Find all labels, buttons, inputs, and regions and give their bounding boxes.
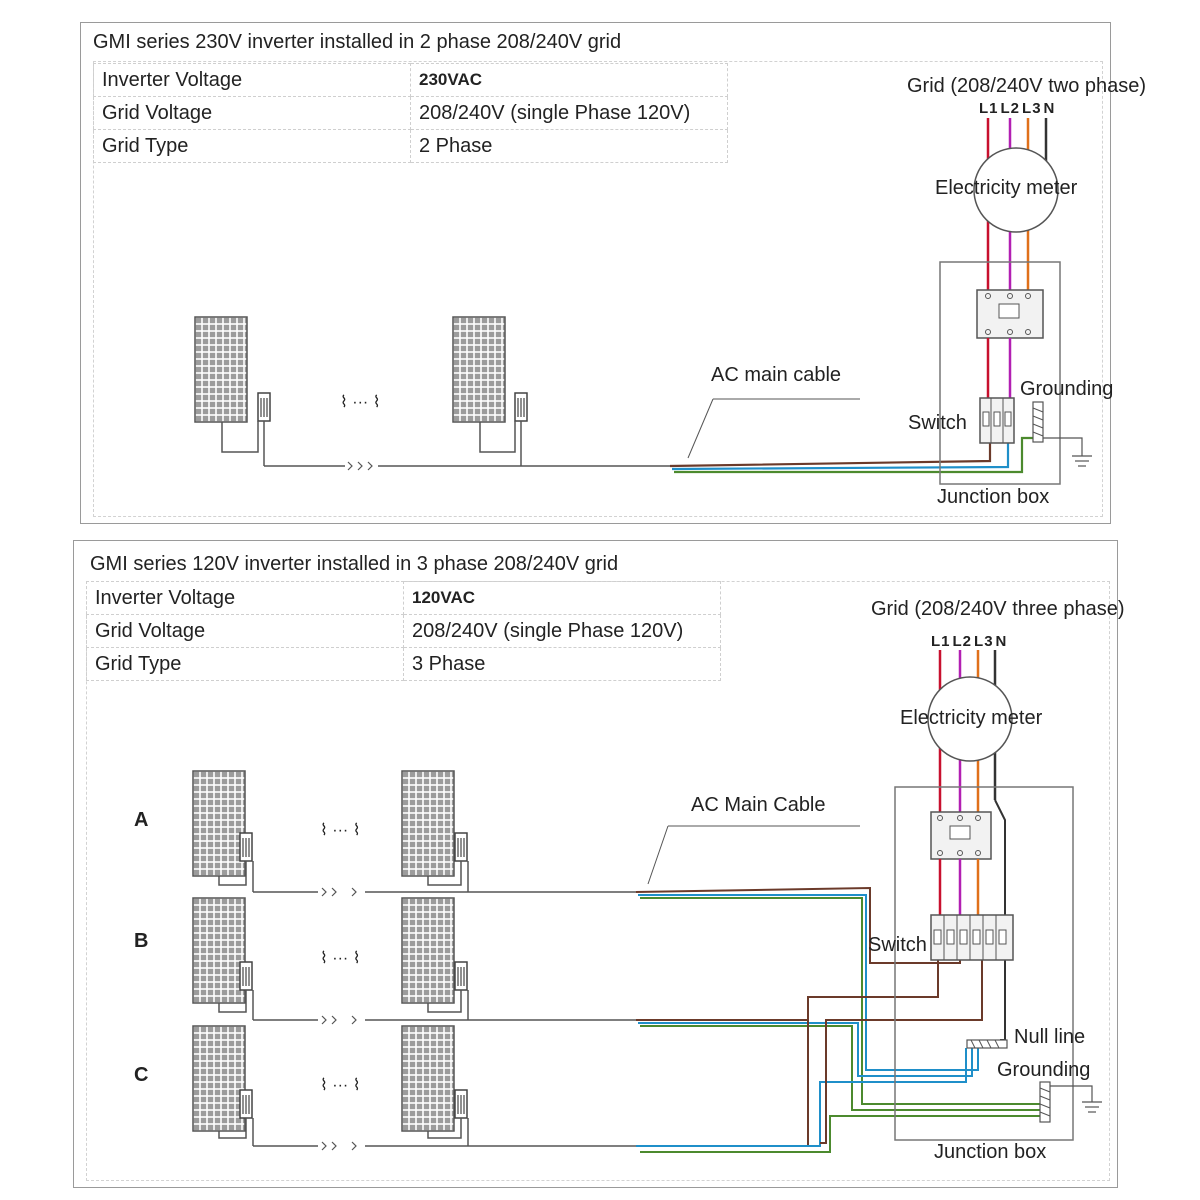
junction-label: Junction box: [934, 1141, 1047, 1163]
solar-module-c2: [401, 1025, 469, 1146]
solar-module-a2: [401, 770, 469, 892]
null-line-bar: [966, 1039, 1008, 1049]
electricity-meter: [927, 676, 1013, 762]
ellipsis-marker: ⌇ ··· ⌇: [320, 822, 361, 839]
grounding-bar: [1032, 401, 1092, 467]
diagram-panel-3-phase: GMI series 120V inverter installed in 3 …: [73, 540, 1118, 1188]
spec-row: Grid Type 3 Phase: [86, 647, 721, 681]
row-label-b: B: [134, 930, 149, 952]
junction-box: [939, 261, 1061, 485]
spec-row: Grid Voltage 208/240V (single Phase 120V…: [93, 96, 728, 130]
spec-row: Grid Voltage 208/240V (single Phase 120V…: [86, 614, 721, 648]
terminal-n-label: N: [1043, 100, 1056, 117]
switch-label: Switch: [868, 934, 927, 956]
grounding-label: Grounding: [1020, 378, 1114, 400]
panel-title: GMI series 230V inverter installed in 2 …: [93, 31, 622, 53]
spec-table: Inverter Voltage 230VAC Grid Voltage 208…: [93, 63, 728, 163]
grounding-label: Grounding: [997, 1059, 1091, 1081]
cable-label: AC Main Cable: [691, 794, 826, 816]
terminal-l3-label: L3: [1022, 100, 1042, 117]
spec-value: 3 Phase: [403, 647, 721, 681]
row-bus-lines: [253, 887, 636, 1151]
grid-label: Grid (208/240V three phase): [871, 598, 1125, 620]
ellipsis-marker: ⌇ ··· ⌇: [320, 950, 361, 967]
spec-value: 208/240V (single Phase 120V): [403, 614, 721, 648]
row-label-c: C: [134, 1064, 149, 1086]
grounding-bar: [1039, 1081, 1102, 1123]
main-breaker: [930, 811, 992, 860]
solar-module-2: [452, 316, 528, 466]
solar-module-b1: [192, 897, 254, 1020]
cable-label: AC main cable: [711, 364, 842, 386]
meter-label: Electricity meter: [900, 707, 1043, 729]
terminal-l2-label: L2: [952, 633, 973, 650]
switch: [979, 397, 1015, 444]
spec-value: 120VAC: [403, 581, 721, 615]
grid-label: Grid (208/240V two phase): [907, 75, 1147, 97]
spec-label: Grid Type: [93, 129, 411, 163]
spec-label: Grid Voltage: [86, 614, 404, 648]
panel-title: GMI series 120V inverter installed in 3 …: [90, 553, 619, 575]
spec-label: Grid Type: [86, 647, 404, 681]
spec-label: Grid Voltage: [93, 96, 411, 130]
terminal-l2-label: L2: [1000, 100, 1021, 117]
spec-table: Inverter Voltage 120VAC Grid Voltage 208…: [86, 581, 721, 681]
continuation-mark: [347, 461, 373, 471]
switch: [930, 914, 1014, 961]
solar-module-b2: [401, 897, 469, 1020]
spec-row: Inverter Voltage 120VAC: [86, 581, 721, 615]
spec-value: 208/240V (single Phase 120V): [410, 96, 728, 130]
terminal-n-label: N: [995, 633, 1008, 650]
terminal-l1-label: L1: [979, 100, 999, 117]
solar-module-a1: [192, 770, 254, 892]
ellipsis-marker: ⌇ ··· ⌇: [320, 1077, 361, 1094]
electricity-meter: [973, 147, 1059, 233]
junction-box: [894, 786, 1074, 1141]
meter-label: Electricity meter: [935, 177, 1078, 199]
null-line-label: Null line: [1014, 1026, 1086, 1048]
spec-row: Grid Type 2 Phase: [93, 129, 728, 163]
ellipsis-marker: ⌇ ··· ⌇: [340, 394, 381, 411]
row-c-cable: [636, 935, 1040, 1153]
ac-main-cable-pointer: [647, 825, 669, 885]
solar-module-c1: [192, 1025, 254, 1146]
main-breaker: [976, 289, 1044, 339]
junction-label: Junction box: [937, 486, 1050, 508]
diagram-panel-2-phase: GMI series 230V inverter installed in 2 …: [80, 22, 1111, 524]
spec-label: Inverter Voltage: [86, 581, 404, 615]
switch-label: Switch: [908, 412, 967, 434]
terminal-l1-label: L1: [931, 633, 951, 650]
panel-inner-border: [93, 61, 1103, 517]
terminal-l3-label: L3: [974, 633, 994, 650]
solar-module-1: [194, 316, 271, 466]
row-label-a: A: [134, 809, 149, 831]
spec-value: 2 Phase: [410, 129, 728, 163]
row-b-cable: [636, 935, 1040, 1111]
